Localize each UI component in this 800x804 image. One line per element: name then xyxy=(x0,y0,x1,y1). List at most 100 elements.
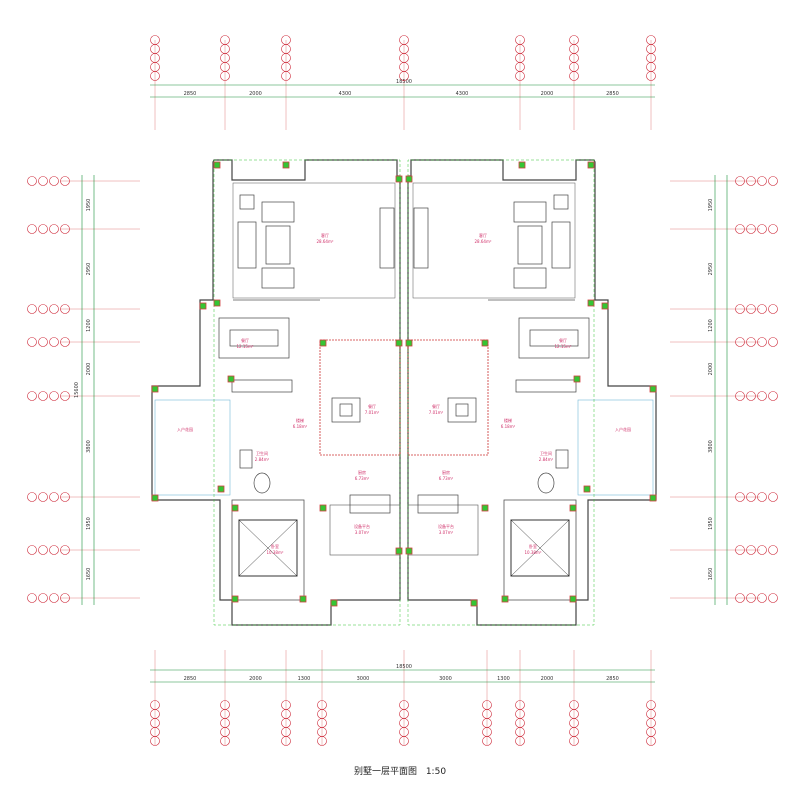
dimension-text: 1950 xyxy=(708,517,714,530)
grid-bubble xyxy=(757,492,767,502)
grid-bubble xyxy=(757,593,767,603)
dimension-text: 3800 xyxy=(708,440,714,453)
structural-column xyxy=(501,595,509,603)
grid-bubble xyxy=(735,337,745,347)
room-area-label: 10.38m² xyxy=(525,550,542,555)
room-area-label: 3.07m² xyxy=(439,530,454,535)
grid-bubble xyxy=(60,391,70,401)
room-name-label: 卧室 xyxy=(529,543,537,549)
structural-column xyxy=(649,494,657,502)
structural-column xyxy=(587,299,595,307)
grid-bubble xyxy=(399,736,409,746)
grid-bubble xyxy=(735,545,745,555)
grid-bubble xyxy=(27,391,37,401)
drawing-title-text: 别墅一层平面图 xyxy=(353,767,417,777)
grid-bubble xyxy=(49,304,59,314)
room-name-label: 客厅 xyxy=(479,232,487,238)
room-area-label: 10.38m² xyxy=(267,550,284,555)
structural-column xyxy=(569,504,577,512)
dimension-text: 2000 xyxy=(708,363,714,376)
room-area-label: 2.84m² xyxy=(539,457,554,462)
grid-bubble xyxy=(757,545,767,555)
grid-bubble xyxy=(768,545,778,555)
grid-bubble xyxy=(768,593,778,603)
grid-bubble xyxy=(735,304,745,314)
room-area-label: 12.15m² xyxy=(555,344,572,349)
grid-bubble xyxy=(746,545,756,555)
grid-bubble xyxy=(49,593,59,603)
grid-bubble xyxy=(646,736,656,746)
room-area-label: 7.01m² xyxy=(429,410,444,415)
dimension-text: 2000 xyxy=(249,91,262,97)
dimension-text: 1950 xyxy=(708,199,714,212)
grid-bubble xyxy=(27,304,37,314)
structural-column xyxy=(199,302,207,310)
grid-bubble xyxy=(746,224,756,234)
grid-bubble xyxy=(768,492,778,502)
grid-bubble xyxy=(746,176,756,186)
room-name-label: 厨房 xyxy=(358,469,366,475)
room-area-label: 28.64m² xyxy=(475,239,492,244)
dimension-text: 2000 xyxy=(86,363,92,376)
room-name-label: 设备平台 xyxy=(438,523,454,529)
grid-bubble xyxy=(49,224,59,234)
grid-bubble xyxy=(27,545,37,555)
grid-bubble xyxy=(768,224,778,234)
dimension-text: 1200 xyxy=(86,319,92,332)
dimension-lines xyxy=(81,84,728,683)
grid-bubble xyxy=(768,176,778,186)
room-name-label: 设备平台 xyxy=(354,523,370,529)
grid-bubble xyxy=(768,337,778,347)
dimension-text: 2000 xyxy=(541,91,554,97)
grid-bubble xyxy=(735,224,745,234)
room-area-label: 6.18m² xyxy=(293,424,308,429)
room-area-label: 6.73m² xyxy=(355,476,370,481)
room-area-label: 28.64m² xyxy=(317,239,334,244)
grid-bubble xyxy=(38,593,48,603)
room-area-label: 6.18m² xyxy=(501,424,516,429)
room-area-label: 3.07m² xyxy=(355,530,370,535)
structural-column xyxy=(405,339,413,347)
drawing-title: 别墅一层平面图 1:50 xyxy=(0,764,800,777)
structural-column xyxy=(583,485,591,493)
room-name-label: 入户花园 xyxy=(615,426,631,432)
dimension-text: 4300 xyxy=(339,91,352,97)
structural-column xyxy=(395,547,403,555)
grid-bubble xyxy=(27,176,37,186)
grid-bubble xyxy=(60,545,70,555)
dimension-text: 2000 xyxy=(541,676,554,682)
structural-column xyxy=(481,339,489,347)
dimension-text: 2850 xyxy=(184,91,197,97)
room-name-label: 餐厅 xyxy=(559,337,567,343)
grid-bubble xyxy=(746,593,756,603)
grid-bubble xyxy=(220,736,230,746)
grid-bubble xyxy=(60,337,70,347)
structural-column xyxy=(649,385,657,393)
room-name-label: 厨房 xyxy=(442,469,450,475)
dimension-overall-text: 15600 xyxy=(74,382,80,398)
room-name-label: 卫生间 xyxy=(540,450,552,456)
grid-bubble xyxy=(757,176,767,186)
structural-column xyxy=(573,375,581,383)
grid-bubble xyxy=(281,736,291,746)
grid-bubble xyxy=(757,224,767,234)
grid-bubble xyxy=(60,176,70,186)
grid-bubble xyxy=(27,224,37,234)
grid-bubble xyxy=(735,176,745,186)
grid-bubble xyxy=(482,736,492,746)
grid-bubble xyxy=(38,224,48,234)
structural-column xyxy=(151,494,159,502)
dimension-text: 4300 xyxy=(456,91,469,97)
building-outline xyxy=(151,159,657,626)
furniture xyxy=(218,194,590,514)
dimension-text: 1950 xyxy=(86,517,92,530)
dimension-text: 3000 xyxy=(357,676,370,682)
grid-bubble xyxy=(757,337,767,347)
structural-column xyxy=(569,595,577,603)
structural-column xyxy=(601,302,609,310)
structural-column xyxy=(227,375,235,383)
grid-bubble xyxy=(27,337,37,347)
structural-column xyxy=(231,504,239,512)
grid-bubble xyxy=(27,492,37,502)
